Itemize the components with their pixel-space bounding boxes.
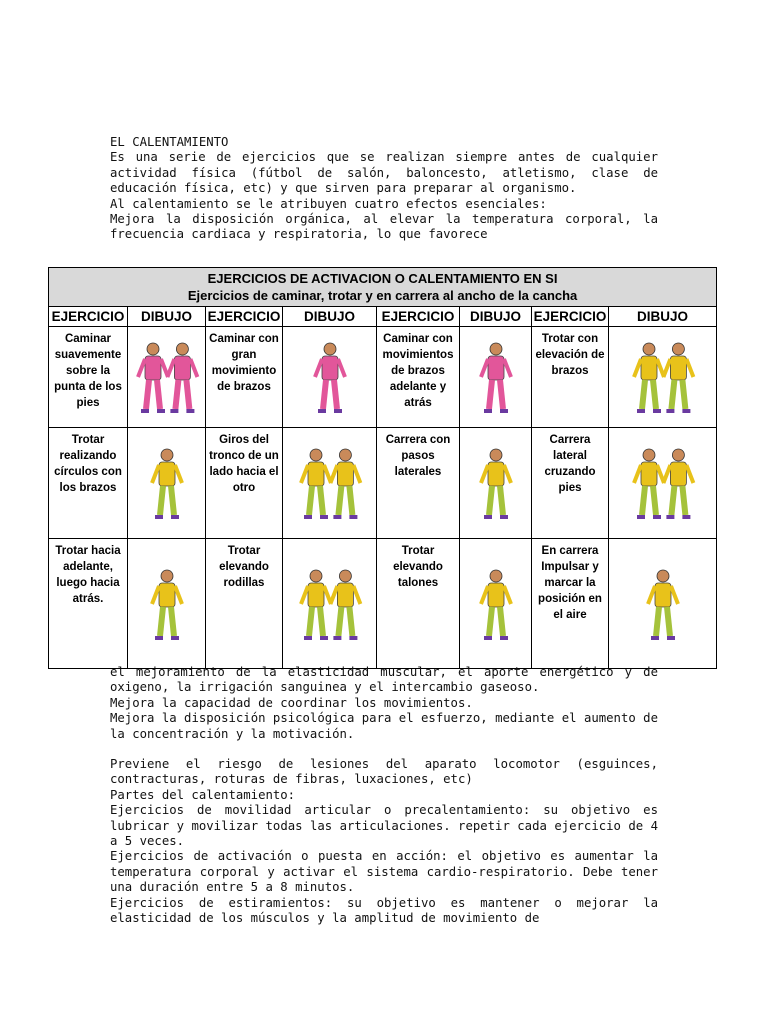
paragraph: Previene el riesgo de lesiones del apara…	[110, 757, 658, 787]
exercise-figure	[312, 342, 347, 413]
exercise-drawing	[127, 538, 206, 669]
paragraph: el mejoramiento de la elasticidad muscul…	[110, 665, 658, 695]
exercise-figure	[631, 342, 695, 413]
column-header: EJERCICIO	[48, 306, 128, 327]
exercise-name: Carrera con pasos laterales	[376, 427, 460, 539]
exercise-figure	[631, 448, 695, 519]
exercise-name: Trotar hacia adelante, luego hacia atrás…	[48, 538, 128, 669]
column-header: DIBUJO	[459, 306, 532, 327]
paragraph: Ejercicios de estiramientos: su objetivo…	[110, 895, 658, 926]
paragraph: Partes del calentamiento:	[110, 787, 296, 802]
table-row: Trotar realizando círculos con los brazo…	[48, 427, 718, 539]
column-header: DIBUJO	[282, 306, 377, 327]
exercise-name: Trotar elevando rodillas	[205, 538, 283, 669]
exercise-drawing	[459, 326, 532, 428]
intro-text: EL CALENTAMIENTO Es una serie de ejercic…	[110, 135, 658, 243]
column-header: DIBUJO	[607, 306, 718, 327]
paragraph: Al calentamiento se le atribuyen cuatro …	[110, 196, 547, 211]
exercise-name: Trotar con elevación de brazos	[531, 326, 609, 428]
exercise-figure	[298, 569, 362, 640]
paragraph: Es una serie de ejercicios que se realiz…	[110, 150, 658, 196]
exercise-drawing	[459, 538, 532, 669]
exercise-figure	[298, 448, 362, 519]
exercise-figure	[478, 342, 513, 413]
exercise-table: EJERCICIOS DE ACTIVACION O CALENTAMIENTO…	[47, 267, 718, 669]
paragraph: Mejora la disposición psicológica para e…	[110, 711, 658, 741]
exercise-drawing	[127, 326, 206, 428]
exercise-drawing	[282, 326, 377, 428]
exercise-figure	[149, 569, 184, 640]
exercise-name: Carrera lateral cruzando pies	[531, 427, 609, 539]
column-header: EJERCICIO	[531, 306, 609, 327]
exercise-name: Caminar suavemente sobre la punta de los…	[48, 326, 128, 428]
exercise-drawing	[607, 326, 718, 428]
exercise-name: Caminar con movimientos de brazos adelan…	[376, 326, 460, 428]
column-header: DIBUJO	[127, 306, 206, 327]
exercise-drawing	[607, 427, 718, 539]
exercise-figure	[149, 448, 184, 519]
exercise-drawing	[282, 538, 377, 669]
exercise-name: Caminar con gran movimiento de brazos	[205, 326, 283, 428]
paragraph: Ejercicios de movilidad articular o prec…	[110, 803, 658, 849]
column-header: EJERCICIO	[205, 306, 283, 327]
exercise-name: Giros del tronco de un lado hacia el otr…	[205, 427, 283, 539]
exercise-name: En carrera Impulsar y marcar la posición…	[531, 538, 609, 669]
exercise-figure	[478, 569, 513, 640]
table-row: Trotar hacia adelante, luego hacia atrás…	[48, 538, 718, 669]
table-title-text: EJERCICIOS DE ACTIVACION O CALENTAMIENTO…	[207, 271, 558, 286]
section-heading: EL CALENTAMIENTO	[110, 135, 229, 149]
body-text: el mejoramiento de la elasticidad muscul…	[110, 665, 658, 927]
table-subtitle: Ejercicios de caminar, trotar y en carre…	[187, 288, 578, 303]
table-row: Caminar suavemente sobre la punta de los…	[48, 326, 718, 428]
exercise-figure	[645, 569, 680, 640]
exercise-drawing	[607, 538, 718, 669]
paragraph: Ejercicios de activación o puesta en acc…	[110, 849, 658, 895]
exercise-figure	[478, 448, 513, 519]
exercise-name: Trotar elevando talones	[376, 538, 460, 669]
exercise-drawing	[282, 427, 377, 539]
exercise-drawing	[459, 427, 532, 539]
column-header: EJERCICIO	[376, 306, 460, 327]
paragraph: Mejora la capacidad de coordinar los mov…	[110, 695, 473, 710]
exercise-drawing	[127, 427, 206, 539]
paragraph: Mejora la disposición orgánica, al eleva…	[110, 212, 658, 242]
table-title: EJERCICIOS DE ACTIVACION O CALENTAMIENTO…	[47, 267, 718, 307]
exercise-figure	[135, 342, 199, 413]
exercise-name: Trotar realizando círculos con los brazo…	[48, 427, 128, 539]
spacer	[110, 742, 658, 757]
